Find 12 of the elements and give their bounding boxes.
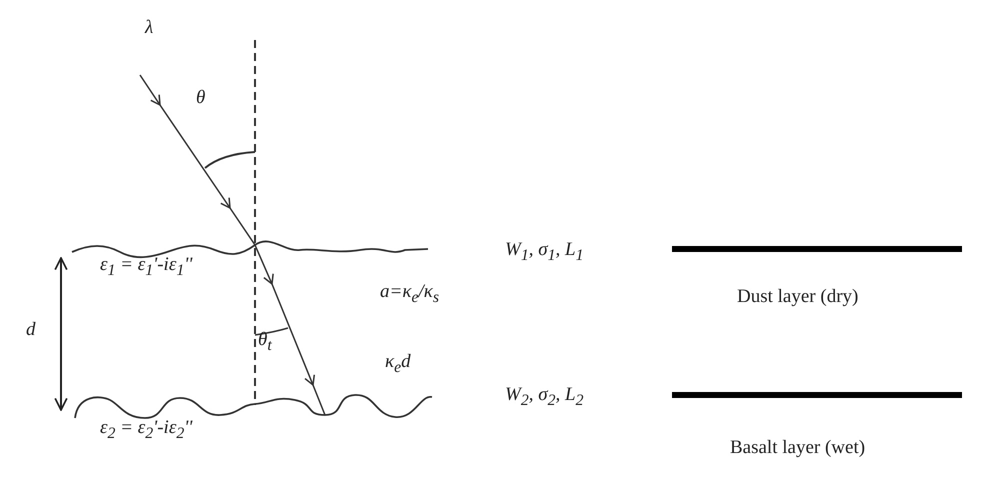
formula-label: ε$_{1}$ = ε$_{1}$'-iε$_{1}$'' <box>100 255 192 280</box>
angle-label: θ <box>196 88 206 109</box>
formula-label: a=κ$_{e}$/κ$_{s}$ <box>380 282 440 306</box>
dimension-label: d <box>26 320 36 341</box>
angle-label: θ$_{t}$ <box>258 330 272 354</box>
symbol-label: λ <box>145 18 154 39</box>
parameter-label: W$_{1}$, σ$_{1}$, L$_{1}$ <box>505 240 584 264</box>
parameter-label: W$_{2}$, σ$_{2}$, L$_{2}$ <box>505 385 584 410</box>
layer-label: Basalt layer (wet) <box>730 438 866 459</box>
layer-label: Dust layer (dry) <box>737 287 858 308</box>
formula-label: ε$_{2}$ = ε$_{2}$'-iε$_{2}$'' <box>100 418 192 442</box>
formula-label: κ$_{e}$d <box>385 352 411 376</box>
